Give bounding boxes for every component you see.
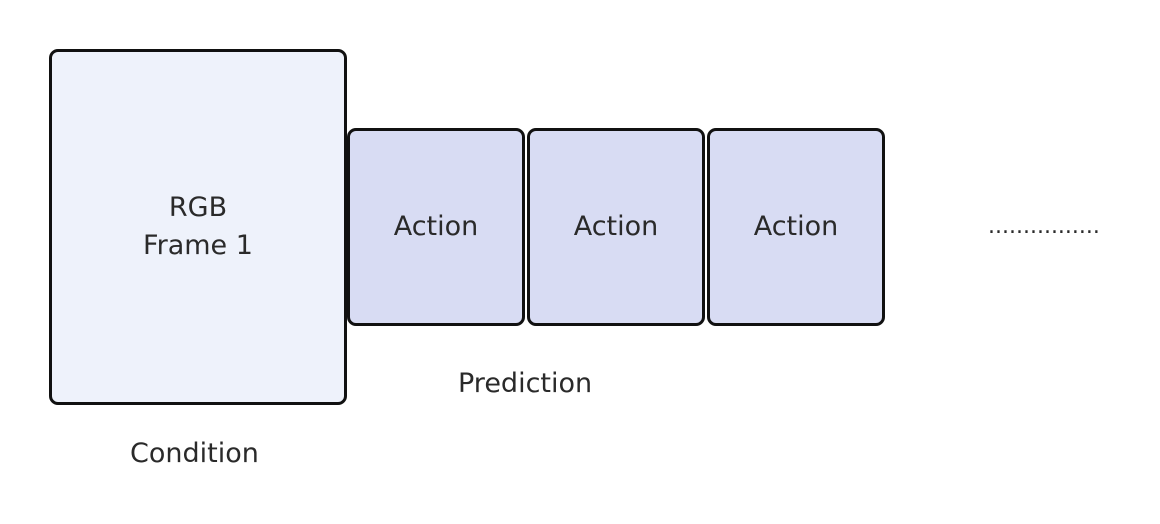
- prediction-label: Prediction: [458, 368, 593, 399]
- action-box-1: Action: [347, 128, 525, 326]
- condition-label: Condition: [130, 438, 259, 469]
- action-box-2: Action: [527, 128, 705, 326]
- action-box-3: Action: [707, 128, 885, 326]
- action-label-2: Action: [573, 211, 659, 242]
- condition-frame-line-1: RGB: [168, 192, 228, 223]
- condition-frame-line-2: Frame 1: [143, 230, 253, 261]
- condition-frame-box: RGB Frame 1: [49, 49, 347, 405]
- action-label-3: Action: [753, 211, 839, 242]
- action-label-1: Action: [393, 211, 479, 242]
- continuation-dots: ................: [988, 214, 1100, 239]
